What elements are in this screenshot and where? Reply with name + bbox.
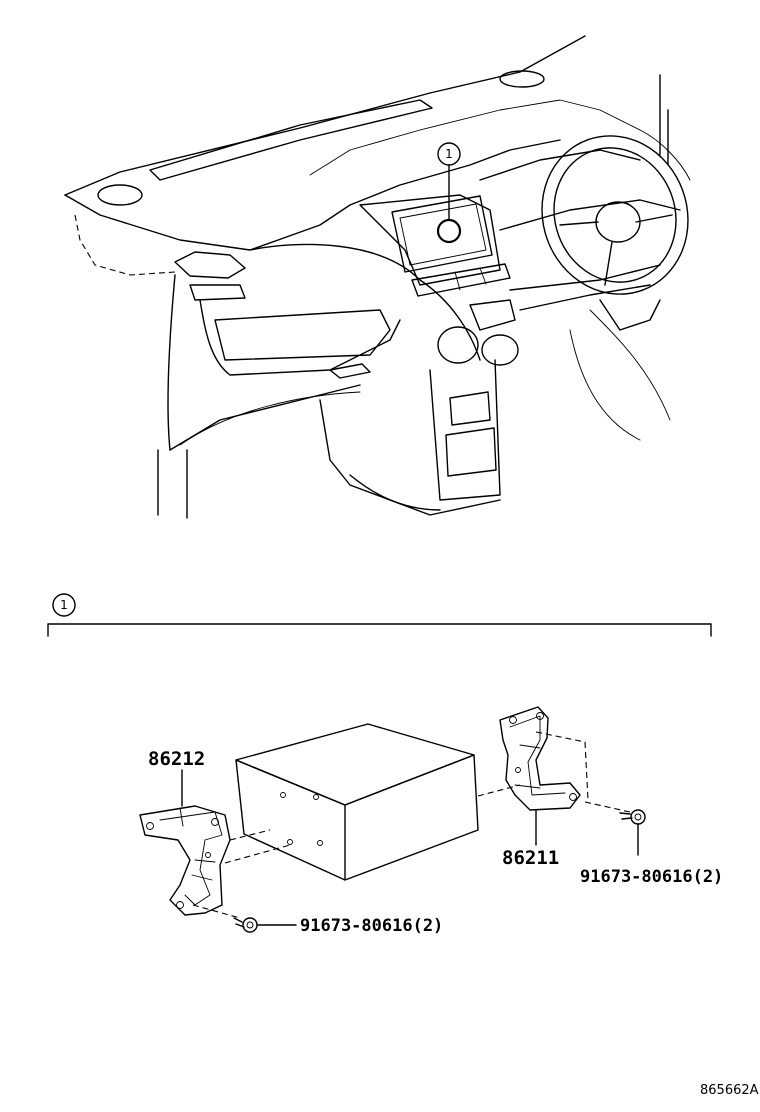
top-callout-number: 1 [445, 147, 453, 161]
left-bracket [139, 805, 231, 916]
right-bracket [499, 706, 581, 811]
radio-box [235, 723, 479, 881]
document-id: 865662A [700, 1083, 759, 1098]
bolt-left [233, 917, 297, 933]
dashboard-illustration [64, 35, 691, 519]
alignment-lines [192, 731, 631, 919]
part-number-86212: 86212 [148, 748, 205, 770]
bolt-part-number-left: 91673-80616(2) [300, 916, 443, 936]
part-number-86211: 86211 [502, 847, 559, 869]
section-callout-number: 1 [60, 598, 68, 612]
screen-callout: 1 [436, 142, 462, 244]
bolt-part-number-right: 91673-80616(2) [580, 867, 723, 887]
section-header: 1 [47, 593, 712, 637]
bolt-right [619, 809, 646, 856]
